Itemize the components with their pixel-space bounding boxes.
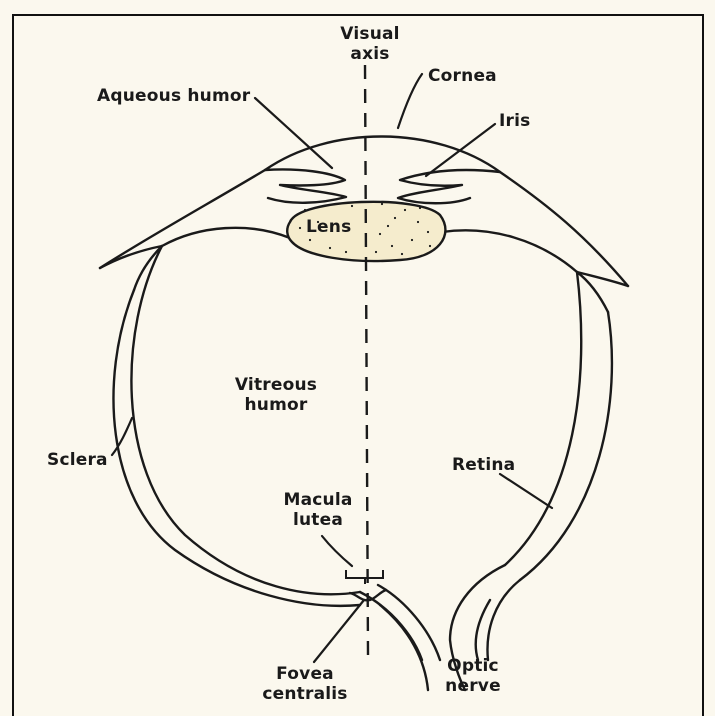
label-fovea-centralis: Fovea centralis <box>260 664 350 704</box>
optic-nerve-line-5 <box>487 580 520 660</box>
visual-axis-line <box>365 65 368 655</box>
macula-bracket <box>346 570 383 584</box>
label-sclera: Sclera <box>47 450 108 470</box>
label-optic-nerve-line2: nerve <box>438 676 508 696</box>
label-vitreous-humor-line1: Vitreous <box>226 375 326 395</box>
leader-retina <box>500 474 552 508</box>
retina-inner-right <box>505 272 581 565</box>
label-iris: Iris <box>499 111 530 131</box>
sclera-outer-left <box>113 290 360 606</box>
label-macula-lutea-line2: lutea <box>278 510 358 530</box>
label-vitreous-humor: Vitreous humor <box>226 375 326 415</box>
leader-macula-lutea <box>322 536 352 566</box>
leader-fovea-centralis <box>314 600 364 662</box>
label-fovea-centralis-line2: centralis <box>260 684 350 704</box>
label-cornea: Cornea <box>428 66 497 86</box>
optic-nerve-line-3 <box>380 605 428 690</box>
label-fovea-centralis-line1: Fovea <box>260 664 350 684</box>
leader-iris <box>426 124 495 176</box>
leader-aqueous-humor <box>255 98 332 168</box>
iris-right <box>398 170 500 203</box>
label-visual-axis-line1: Visual <box>340 24 400 44</box>
ciliary-arc-left <box>162 228 290 246</box>
label-optic-nerve: Optic nerve <box>438 656 508 696</box>
label-visual-axis-line2: axis <box>340 44 400 64</box>
optic-nerve-line-2 <box>378 585 440 660</box>
sclera-outer-right <box>520 312 612 580</box>
label-macula-lutea-line1: Macula <box>278 490 358 510</box>
label-macula-lutea: Macula lutea <box>278 490 358 530</box>
label-vitreous-humor-line2: humor <box>226 395 326 415</box>
ciliary-arc-right <box>442 230 577 272</box>
iris-left <box>265 169 346 202</box>
label-optic-nerve-line1: Optic <box>438 656 508 676</box>
optic-nerve-line-1 <box>360 592 422 660</box>
label-visual-axis: Visual axis <box>340 24 400 64</box>
leader-cornea <box>398 74 422 128</box>
label-aqueous-humor: Aqueous humor <box>97 86 250 106</box>
label-retina: Retina <box>452 455 515 475</box>
label-lens: Lens <box>306 217 351 237</box>
